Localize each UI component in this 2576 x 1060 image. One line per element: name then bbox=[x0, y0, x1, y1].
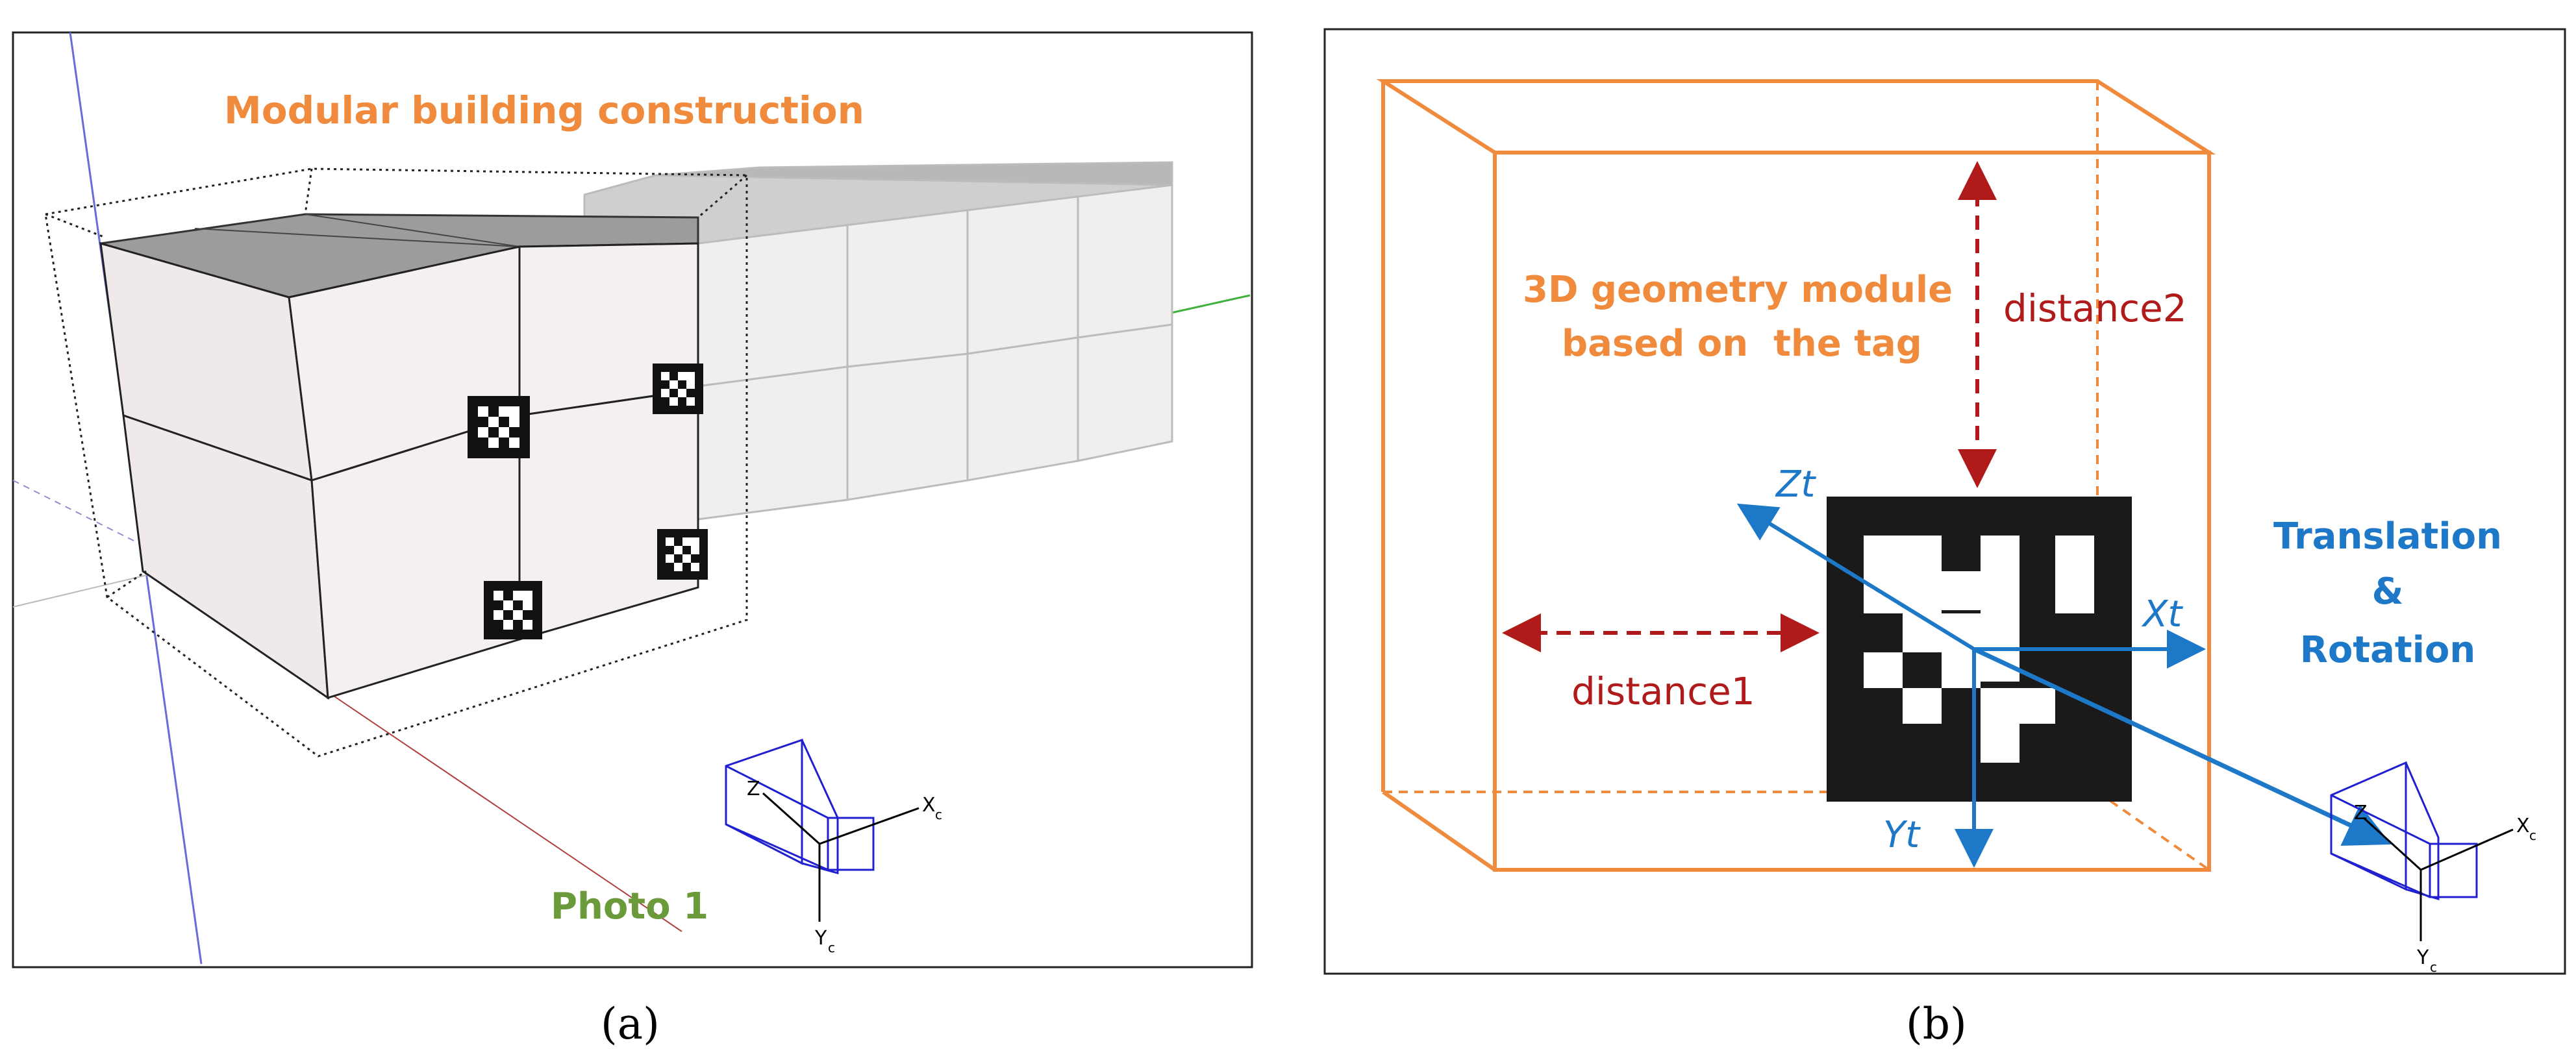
panel-b-caption: (b) bbox=[1906, 999, 1967, 1049]
module-front-faces bbox=[288, 242, 699, 699]
tag-icon bbox=[484, 581, 542, 639]
camera-icon bbox=[2330, 761, 2478, 901]
camera-icon bbox=[725, 738, 875, 874]
transform-label-line1: Translation bbox=[2273, 515, 2502, 558]
panel-a: Z X c Y c Modular building construction … bbox=[12, 31, 1253, 1049]
panel-a-title: Modular building construction bbox=[224, 88, 864, 132]
tag-icon bbox=[468, 396, 530, 458]
camera-z-label: Z bbox=[747, 778, 760, 800]
camera-x-label: X bbox=[922, 794, 936, 817]
zt-label: Zt bbox=[1775, 463, 1816, 506]
camera-y-label: Y bbox=[2416, 946, 2429, 969]
camera-x-subscript: c bbox=[935, 807, 942, 822]
panel-a-caption: (a) bbox=[601, 999, 660, 1049]
xt-label: Xt bbox=[2141, 593, 2183, 635]
yt-label: Yt bbox=[1883, 814, 1921, 856]
module-side-faces bbox=[99, 241, 329, 700]
camera-x-subscript: c bbox=[2529, 828, 2536, 843]
camera-axes bbox=[2362, 817, 2514, 941]
distance2-label: distance2 bbox=[2003, 286, 2187, 330]
bounding-box bbox=[44, 167, 748, 758]
module-label-line1: 3D geometry module bbox=[1523, 269, 1953, 311]
zt-axis-through-tag bbox=[1843, 568, 1975, 651]
camera-axes bbox=[762, 792, 919, 922]
geometry-module-box bbox=[1376, 79, 2216, 872]
module-label-line2: based on the tag bbox=[1562, 323, 1922, 365]
camera-z-label: Z bbox=[2354, 802, 2368, 824]
camera-x-label: X bbox=[2516, 815, 2530, 837]
distance1-label: distance1 bbox=[1571, 669, 1755, 713]
camera-y-subscript: c bbox=[2430, 959, 2437, 975]
transform-label-line2: & bbox=[2372, 571, 2404, 613]
zt-axis bbox=[1736, 503, 1975, 651]
tag-icon bbox=[657, 529, 708, 580]
photo-label: Photo 1 bbox=[551, 885, 708, 928]
green-axis-line bbox=[1162, 294, 1251, 316]
panel-b: Z X c Y c 3D geometry module based on th… bbox=[1323, 28, 2566, 1049]
module-extension bbox=[583, 161, 1173, 521]
transform-arrow bbox=[1973, 647, 2392, 846]
camera-y-label: Y bbox=[814, 927, 827, 950]
camera-y-subscript: c bbox=[828, 940, 835, 955]
gray-axis-line bbox=[12, 574, 150, 608]
transform-label-line3: Rotation bbox=[2300, 629, 2475, 671]
tag-icon bbox=[653, 364, 703, 414]
